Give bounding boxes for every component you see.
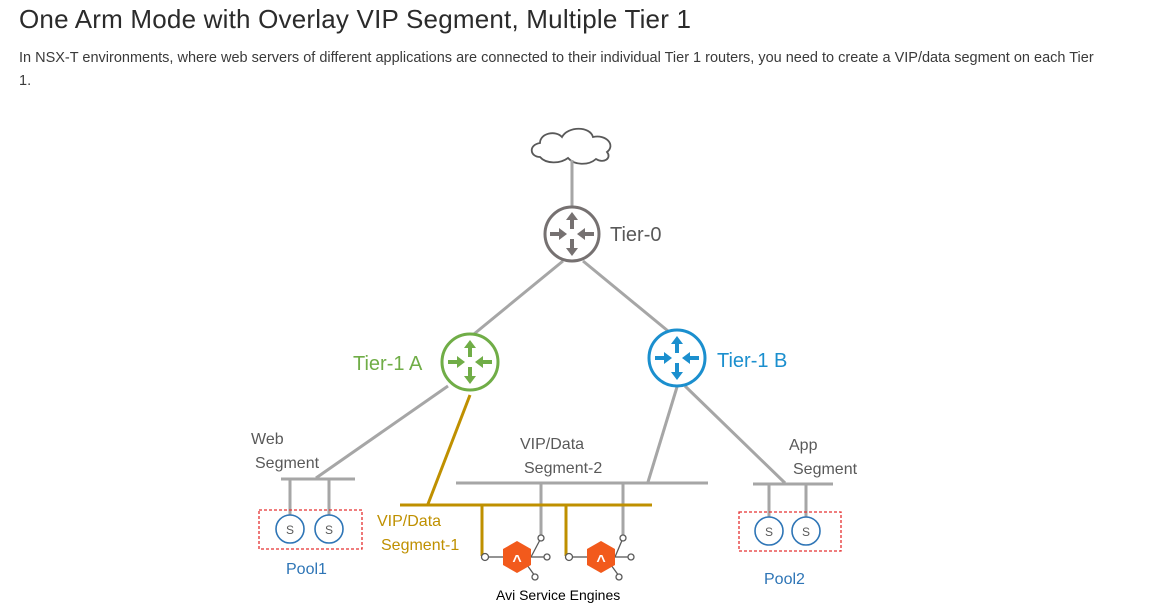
links [281, 160, 833, 538]
link-tier1b-app-segment [683, 384, 787, 485]
vip-segment1-label-line1: VIP/Data [377, 513, 441, 530]
page-title: One Arm Mode with Overlay VIP Segment, M… [19, 4, 692, 34]
tier0-router-icon [543, 205, 601, 263]
app-segment-label-line1: App [789, 437, 818, 454]
cloud-icon [530, 127, 612, 165]
svg-text:S: S [325, 523, 333, 537]
pool1-server-2: S [314, 514, 344, 544]
svg-text:S: S [765, 525, 773, 539]
web-segment-label-line1: Web [251, 431, 284, 448]
link-tier0-tier1a [473, 259, 564, 336]
svg-text:S: S [286, 523, 294, 537]
tier1b-label: Tier-1 B [717, 350, 787, 372]
tier0-label: Tier-0 [610, 224, 661, 246]
pool2-server-1: S [754, 516, 784, 546]
link-tier1a-web-segment [315, 384, 449, 480]
svg-text:^: ^ [596, 553, 605, 570]
pool2-label: Pool2 [764, 571, 805, 588]
vip-segment2-label-line1: VIP/Data [520, 436, 584, 453]
vip-segment1 [400, 394, 652, 556]
link-tier1a-vip-segment1 [426, 394, 472, 505]
tier1a-router-icon [440, 332, 500, 392]
service-engine-2-icon: ^ [564, 534, 635, 581]
service-engine-1-icon: ^ [480, 534, 551, 581]
app-segment-label-line2: Segment [793, 461, 858, 478]
vip-segment2-label-line2: Segment-2 [524, 460, 602, 477]
intro-paragraph: In NSX-T environments, where web servers… [19, 50, 1094, 89]
pool2-box [738, 511, 842, 552]
pool1-label: Pool1 [286, 561, 327, 578]
tier1a-label: Tier-1 A [353, 353, 423, 375]
svg-text:^: ^ [512, 553, 521, 570]
web-segment-label-line2: Segment [255, 455, 320, 472]
pool2-server-2: S [791, 516, 821, 546]
tier1b-router-icon [647, 328, 707, 388]
pool1-box [258, 509, 363, 550]
link-tier1b-vip-segment2 [646, 386, 679, 483]
pool1-server-1: S [275, 514, 305, 544]
link-tier0-tier1b [582, 259, 669, 333]
vip-segment1-label-line2: Segment-1 [381, 537, 459, 554]
service-engines-label: Avi Service Engines [496, 587, 620, 603]
svg-text:S: S [802, 525, 810, 539]
